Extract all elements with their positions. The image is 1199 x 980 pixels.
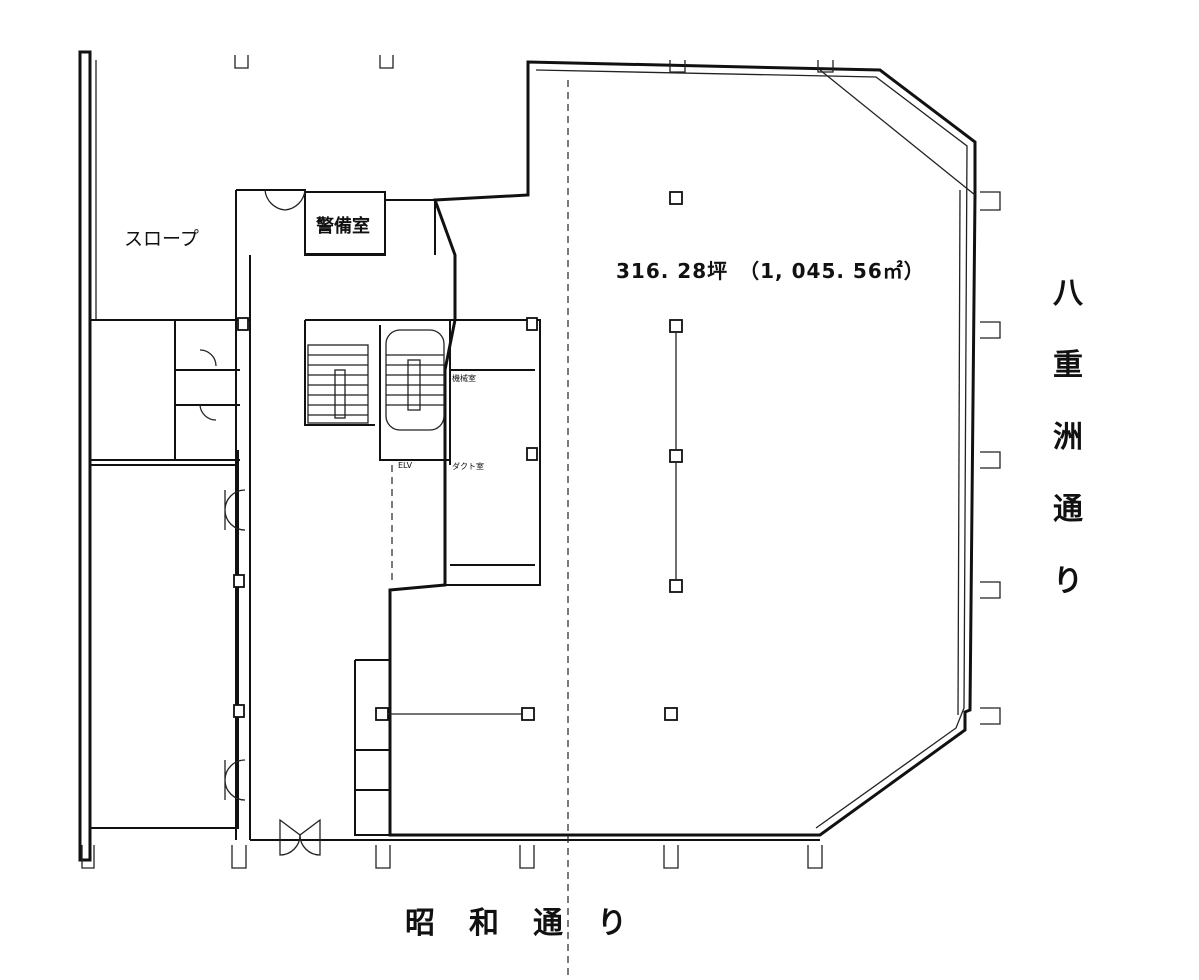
south-street-label: 昭和通り — [405, 906, 661, 941]
tenant-outer-wall — [388, 60, 977, 837]
guard-room-wall — [304, 191, 386, 255]
columns — [233, 191, 683, 721]
east-street-char-2: 重 — [1053, 348, 1083, 383]
east-street-char-1: 八 — [1053, 276, 1083, 311]
slope-room-wall — [90, 319, 240, 461]
slope-label: スロープ — [124, 228, 199, 250]
corner-glazing-ne — [819, 69, 976, 196]
entrance-double-door — [279, 818, 321, 856]
stairs-east — [385, 329, 445, 431]
east-street-char-3: 洲 — [1053, 420, 1083, 455]
right-wall-inner — [957, 189, 961, 716]
small-room-label: 機械室 — [452, 374, 476, 383]
east-street-label: 八 重 洲 通 り — [1048, 258, 1088, 618]
column-tie-lines — [388, 332, 677, 715]
duct-room-label: ダクト室 — [452, 462, 484, 471]
elevator-label: ELV — [398, 461, 413, 470]
south-west-room — [90, 450, 239, 829]
guard-room-label: 警備室 — [316, 216, 370, 237]
core-walls — [235, 189, 820, 841]
east-street-char-4: 通 — [1053, 492, 1083, 527]
floor-area-label: 316. 28坪 （1, 045. 56㎡） — [616, 259, 925, 283]
stairs-west — [307, 344, 369, 424]
corridor-doors — [199, 189, 306, 801]
tenant-inner-wall — [535, 69, 968, 829]
west-outer-wall — [78, 50, 92, 862]
perimeter-columns — [81, 55, 1001, 869]
east-street-char-5: り — [1053, 564, 1083, 599]
